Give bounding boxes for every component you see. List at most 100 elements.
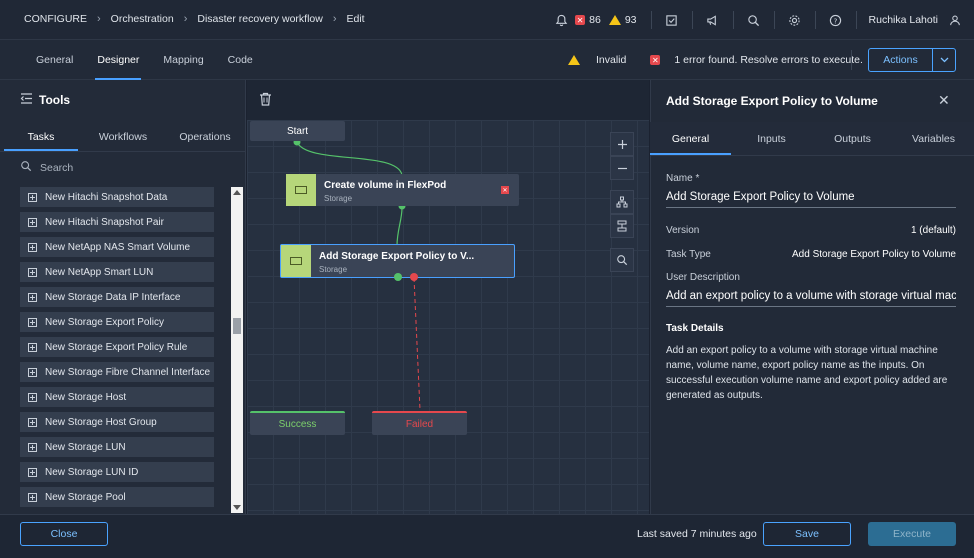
tab-panel-variables[interactable]: Variables [912,132,955,145]
search-input[interactable]: Search [40,161,74,174]
svg-text:?: ? [834,16,838,25]
warning-icon [608,15,621,25]
list-item[interactable]: New NetApp Smart LUN [20,262,214,282]
actions-button[interactable]: Actions [868,48,956,72]
search-icon[interactable] [740,0,768,40]
list-item[interactable]: New Storage Export Policy [20,312,214,332]
list-item[interactable]: New NetApp NAS Smart Volume [20,237,214,257]
panel-tabs: General Inputs Outputs Variables [650,122,974,156]
user-icon[interactable] [944,0,966,40]
close-icon[interactable]: ✕ [938,92,950,108]
tab-workflows[interactable]: Workflows [98,130,148,143]
task-details-text: Add an export policy to a volume with st… [666,345,948,401]
scroll-up-icon[interactable] [233,190,241,195]
user-description-label: User Description [666,272,740,283]
sub-bar [0,40,974,80]
gear-icon[interactable] [781,0,809,40]
breadcrumb-edit: Edit [346,13,365,25]
tab-panel-general[interactable]: General [650,122,731,155]
tools-scrollbar[interactable] [231,187,243,513]
task-check-icon[interactable] [658,0,686,40]
tab-general[interactable]: General [36,54,74,66]
tab-operations[interactable]: Operations [179,130,231,143]
success-node[interactable]: Success [250,411,345,435]
search-icon [20,160,32,175]
chevron-right-icon: › [97,13,101,25]
task-type-label: Task Type [666,249,711,260]
plus-icon [28,417,37,427]
error-message: 1 error found. Resolve errors to execute… [674,54,863,66]
zoom-out-icon[interactable] [610,156,634,180]
task-node-create-volume[interactable]: Create volume in FlexPod Storage ✕ [286,174,519,206]
tab-designer[interactable]: Designer [85,40,151,80]
panel-title: Add Storage Export Policy to Volume [666,94,878,108]
error-count[interactable]: 86 [589,14,601,26]
tab-panel-outputs[interactable]: Outputs [834,132,871,145]
search-icon[interactable] [610,248,634,272]
task-icon [286,174,316,206]
trash-icon[interactable] [259,92,272,109]
task-node-add-export-policy[interactable]: Add Storage Export Policy to V... Storag… [280,244,515,278]
help-icon[interactable]: ? [822,0,850,40]
divider [732,11,734,29]
list-item[interactable]: New Storage Data IP Interface [20,287,214,307]
spacer [610,180,634,190]
tab-mapping[interactable]: Mapping [163,54,204,66]
save-button[interactable]: Save [763,522,851,546]
tab-code[interactable]: Code [227,54,253,66]
actions-label[interactable]: Actions [869,49,933,71]
list-item[interactable]: New Storage Export Policy Rule [20,337,214,357]
megaphone-icon[interactable] [699,0,727,40]
list-item[interactable]: New Storage LUN [20,437,214,457]
align-icon[interactable] [610,214,634,238]
list-item[interactable]: New Storage LUN ID [20,462,214,482]
start-node[interactable]: Start [250,121,345,141]
list-item[interactable]: New Hitachi Snapshot Data [20,187,214,207]
divider [650,11,652,29]
task-subtitle: Storage [324,194,353,203]
execute-button[interactable]: Execute [868,522,956,546]
close-button[interactable]: Close [20,522,108,546]
list-item[interactable]: New Storage Host [20,387,214,407]
zoom-in-icon[interactable] [610,132,634,156]
collapse-panel-icon[interactable] [20,93,33,107]
name-field[interactable]: Add Storage Export Policy to Volume [666,191,855,203]
breadcrumb-orchestration[interactable]: Orchestration [110,13,174,25]
scroll-thumb[interactable] [233,318,241,334]
error-icon: ✕ [650,55,661,65]
tools-search[interactable]: Search [20,160,73,175]
auto-layout-icon[interactable] [610,190,634,214]
list-item[interactable]: New Storage Pool [20,487,214,507]
breadcrumb-configure[interactable]: CONFIGURE [24,13,87,25]
scroll-down-icon[interactable] [233,505,241,510]
failed-node[interactable]: Failed [372,411,467,435]
task-title: Add Storage Export Policy to V... [319,251,475,262]
version-value: 1 (default) [910,225,956,236]
chevron-right-icon: › [183,13,188,25]
header-icons: ✕ 86 93 ? Ruchika Lahoti [547,0,974,40]
top-bar [0,0,974,40]
plus-icon [28,392,37,402]
tab-tasks[interactable]: Tasks [0,122,82,151]
user-name[interactable]: Ruchika Lahoti [868,14,938,26]
divider [851,50,852,70]
warning-count[interactable]: 93 [624,14,637,26]
tab-panel-inputs[interactable]: Inputs [757,132,786,145]
bell-icon[interactable] [547,0,575,40]
user-description-field[interactable]: Add an export policy to a volume with st… [666,290,956,302]
list-item[interactable]: New Storage Host Group [20,412,214,432]
breadcrumb-workflow[interactable]: Disaster recovery workflow [197,13,323,25]
plus-icon [28,442,37,452]
plus-icon [28,192,37,202]
failure-port[interactable] [410,273,418,281]
chevron-down-icon[interactable] [933,49,955,71]
divider [855,11,857,29]
task-title: Create volume in FlexPod [324,180,447,191]
success-port[interactable] [394,273,402,281]
list-item[interactable]: New Storage Fibre Channel Interface [20,362,214,382]
task-icon [281,245,311,277]
divider [814,11,816,29]
list-item[interactable]: New Hitachi Snapshot Pair [20,212,214,232]
canvas-toolbar [247,80,649,120]
plus-icon [28,492,37,502]
